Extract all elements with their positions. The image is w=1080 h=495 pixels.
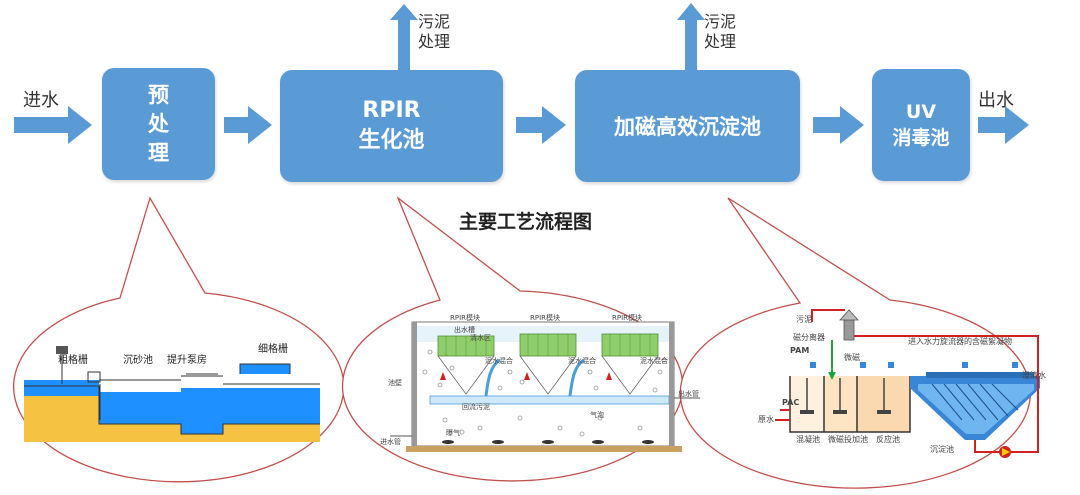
box-pretreatment-line2: 处 xyxy=(148,111,169,136)
mag-label-raw-water: 原水 xyxy=(758,415,774,424)
mag-label-pac: PAC xyxy=(782,398,800,407)
mag-label-pam: PAM xyxy=(790,346,810,355)
mag-label-micro-magnet: 微磁 xyxy=(844,353,860,362)
rpir-label-module-3: RPIR模块 xyxy=(612,314,643,322)
sludge-arrow-magnetic xyxy=(677,3,705,70)
diagram-title: 主要工艺流程图 xyxy=(459,211,593,233)
mag-label-cyclone-floc: 进入水力旋流器的含磁絮凝物 xyxy=(908,337,1012,346)
sludge-label-rpir: 污泥 处理 xyxy=(418,12,450,52)
sludge-label-rpir-line1: 污泥 xyxy=(418,12,451,31)
label-grit-chamber: 沉砂池 xyxy=(123,355,153,366)
box-pretreatment-line1: 预 xyxy=(148,82,169,107)
sludge-label-magnetic-line2: 处理 xyxy=(704,32,737,51)
rpir-label-return-sludge: 回流污泥 xyxy=(462,403,490,411)
label-pump-house: 提升泵房 xyxy=(167,355,207,366)
box-rpir-line2: 生化池 xyxy=(358,128,425,153)
box-uv-line1: UV xyxy=(905,101,937,123)
mag-label-coagulation-tank: 混凝池 xyxy=(796,435,820,444)
rpir-label-clear-zone: 清水区 xyxy=(470,334,491,342)
rpir-label-outlet-trough: 出水槽 xyxy=(454,326,475,334)
sludge-label-magnetic-line1: 污泥 xyxy=(704,12,737,31)
mag-label-separator: 磁分离器 xyxy=(793,333,825,342)
outlet-label: 出水 xyxy=(978,90,1014,111)
box-pretreatment-line3: 理 xyxy=(148,140,169,165)
rpir-label-outlet-pipe: 出水管 xyxy=(678,390,699,398)
rpir-label-bubbles: 气泡 xyxy=(590,411,604,419)
mag-label-dosing-tank: 微磁投加池 xyxy=(828,435,868,444)
label-fine-screen: 细格栅 xyxy=(258,344,288,355)
rpir-drawing xyxy=(390,321,700,452)
mag-label-settling-tank: 沉淀池 xyxy=(930,445,954,454)
mag-label-clarified-water: 澄清水 xyxy=(1022,371,1046,380)
box-uv: UV 消毒池 xyxy=(872,69,970,181)
rpir-label-inlet-pipe: 进水管 xyxy=(380,438,401,446)
inlet-arrow xyxy=(14,106,92,144)
rpir-label-mix-2: 泥水混合 xyxy=(568,357,596,365)
rpir-label-module-2: RPIR模块 xyxy=(530,314,561,322)
box-rpir-line1: RPIR xyxy=(362,98,421,123)
rpir-label-wall: 池壁 xyxy=(388,379,402,387)
box-pretreatment: 预 处 理 xyxy=(102,68,215,180)
arrow-magnetic-to-uv xyxy=(813,106,864,144)
box-magnetic-settling: 加磁高效沉淀池 xyxy=(575,70,800,182)
sludge-label-magnetic: 污泥 处理 xyxy=(704,12,736,52)
outlet-arrow xyxy=(978,106,1029,144)
mag-label-sludge: 污泥 xyxy=(796,315,812,324)
magnetic-drawing xyxy=(775,309,1040,458)
box-magnetic-line1: 加磁高效沉淀池 xyxy=(614,115,761,139)
box-rpir: RPIR 生化池 xyxy=(280,70,503,182)
rpir-label-mix-3: 泥水混合 xyxy=(640,357,668,365)
sludge-arrow-rpir xyxy=(390,4,418,70)
label-coarse-screen: 粗格栅 xyxy=(58,355,88,366)
rpir-label-aeration: 曝气 xyxy=(446,429,460,437)
rpir-label-module-1: RPIR模块 xyxy=(450,314,481,322)
box-uv-line2: 消毒池 xyxy=(892,127,950,149)
mag-label-reaction-tank: 反应池 xyxy=(876,435,900,444)
inlet-label: 进水 xyxy=(23,90,59,111)
arrow-pretreat-to-rpir xyxy=(224,106,272,144)
rpir-label-mix-1: 泥水混合 xyxy=(485,357,513,365)
pretreat-drawing xyxy=(24,346,320,442)
sludge-label-rpir-line2: 处理 xyxy=(418,32,451,51)
arrow-rpir-to-magnetic xyxy=(516,106,566,144)
